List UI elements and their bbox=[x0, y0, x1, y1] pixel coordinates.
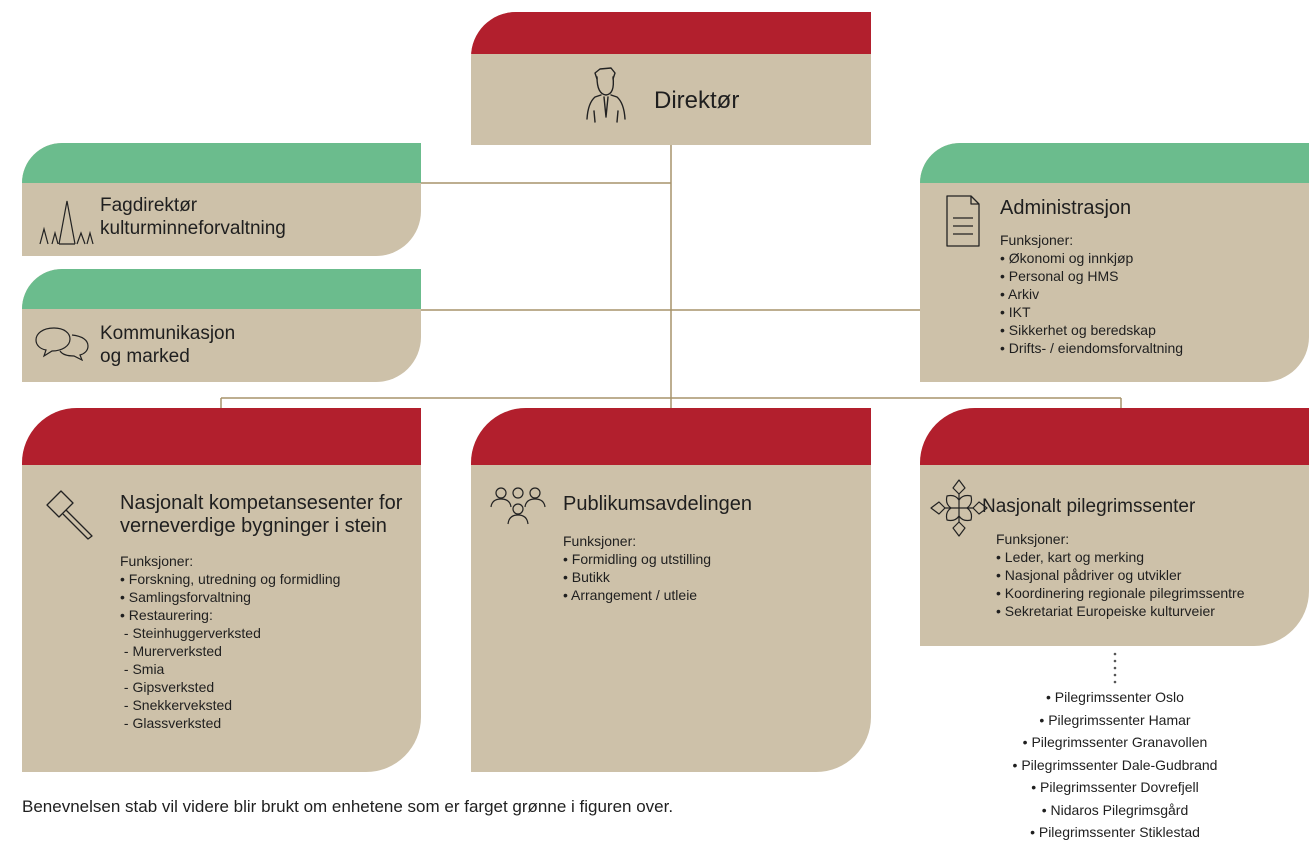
publikumsavdelingen-box[interactable]: Publikumsavdelingen Funksjoner: • Formid… bbox=[471, 408, 871, 772]
speech-bubbles-icon bbox=[35, 327, 89, 361]
people-group-icon bbox=[490, 487, 546, 525]
person-tie-icon bbox=[586, 67, 626, 123]
kompetansesenter-title-line2: verneverdige bygninger i stein bbox=[120, 515, 387, 537]
list-item: • Pilegrimssenter Oslo bbox=[1046, 689, 1184, 705]
pilegrimssenter-title: Nasjonalt pilegrimssenter bbox=[982, 496, 1196, 517]
list-item: • Sekretariat Europeiske kulturveier bbox=[996, 603, 1215, 619]
list-item: • Koordinering regionale pilegrimssentre bbox=[996, 585, 1245, 601]
administrasjon-funksjoner-label: Funksjoner: bbox=[1000, 232, 1074, 248]
publikumsavdelingen-funksjoner-label: Funksjoner: bbox=[563, 533, 637, 549]
kommunikasjon-title-line2: og marked bbox=[100, 346, 190, 367]
list-item: - Glassverksted bbox=[120, 715, 222, 731]
kompetansesenter-box[interactable]: Nasjonalt kompetansesenter for verneverd… bbox=[22, 408, 421, 772]
list-item: - Gipsverksted bbox=[120, 679, 215, 695]
list-item: - Steinhuggerverksted bbox=[120, 625, 261, 641]
regional-centres-list: • Pilegrimssenter Oslo • Pilegrimssenter… bbox=[960, 686, 1270, 844]
kommunikasjon-box[interactable]: Kommunikasjon og marked bbox=[22, 269, 421, 382]
administrasjon-title: Administrasjon bbox=[1000, 197, 1132, 219]
pilegrimssenter-funksjoner-label: Funksjoner: bbox=[996, 531, 1070, 547]
list-item: • IKT bbox=[1000, 304, 1031, 320]
kompetansesenter-funksjoner-label: Funksjoner: bbox=[120, 553, 194, 569]
list-item: • Restaurering: bbox=[120, 607, 213, 623]
list-item: • Pilegrimssenter Dovrefjell bbox=[1031, 779, 1199, 795]
administrasjon-box[interactable]: Administrasjon Funksjoner: • Økonomi og … bbox=[920, 143, 1309, 382]
fagdirektor-title-line1: Fagdirektør bbox=[100, 195, 198, 216]
director-box[interactable]: Direktør bbox=[471, 12, 871, 145]
list-item: - Smia bbox=[120, 661, 165, 677]
director-title: Direktør bbox=[654, 87, 740, 114]
list-item: • Forskning, utredning og formidling bbox=[120, 571, 341, 587]
kompetansesenter-title-line1: Nasjonalt kompetansesenter for bbox=[120, 492, 403, 514]
pilgrim-cross-icon bbox=[930, 479, 988, 537]
list-item: • Arkiv bbox=[1000, 286, 1040, 302]
list-item: - Murerverksted bbox=[120, 643, 222, 659]
publikumsavdelingen-title: Publikumsavdelingen bbox=[563, 493, 753, 515]
list-item: • Pilegrimssenter Dale-Gudbrand bbox=[1012, 756, 1218, 773]
list-item: • Nidaros Pilegrimsgård bbox=[1041, 801, 1189, 818]
fagdirektor-title-line2: kulturminneforvaltning bbox=[100, 218, 286, 239]
list-item: • Arrangement / utleie bbox=[563, 587, 698, 603]
list-item: - Snekkerveksted bbox=[120, 697, 233, 713]
list-item: • Formidling og utstilling bbox=[563, 551, 712, 567]
list-item: • Pilegrimssenter Hamar bbox=[1039, 711, 1191, 728]
pilegrimssenter-box[interactable]: Nasjonalt pilegrimssenter Funksjoner: • … bbox=[920, 408, 1309, 646]
hammer-icon bbox=[46, 490, 93, 540]
list-item: • Nasjonal pådriver og utvikler bbox=[996, 567, 1182, 583]
list-item: • Pilegrimssenter Stiklestad bbox=[1030, 824, 1200, 840]
document-icon bbox=[946, 195, 980, 247]
list-item: • Samlingsforvaltning bbox=[120, 589, 251, 605]
list-item: • Økonomi og innkjøp bbox=[1000, 250, 1134, 266]
fagdirektor-box[interactable]: Fagdirektør kulturminneforvaltning bbox=[22, 143, 421, 256]
list-item: • Sikkerhet og beredskap bbox=[1000, 322, 1156, 338]
list-item: • Leder, kart og merking bbox=[996, 549, 1145, 565]
kommunikasjon-title-line1: Kommunikasjon bbox=[100, 323, 236, 344]
list-item: • Pilegrimssenter Granavollen bbox=[1022, 734, 1208, 750]
footer-note: Benevnelsen stab vil videre blir brukt o… bbox=[22, 797, 674, 816]
list-item: • Personal og HMS bbox=[1000, 268, 1119, 284]
monuments-icon bbox=[39, 200, 94, 245]
list-item: • Butikk bbox=[563, 569, 610, 585]
list-item: • Drifts- / eiendomsforvaltning bbox=[1000, 340, 1184, 356]
